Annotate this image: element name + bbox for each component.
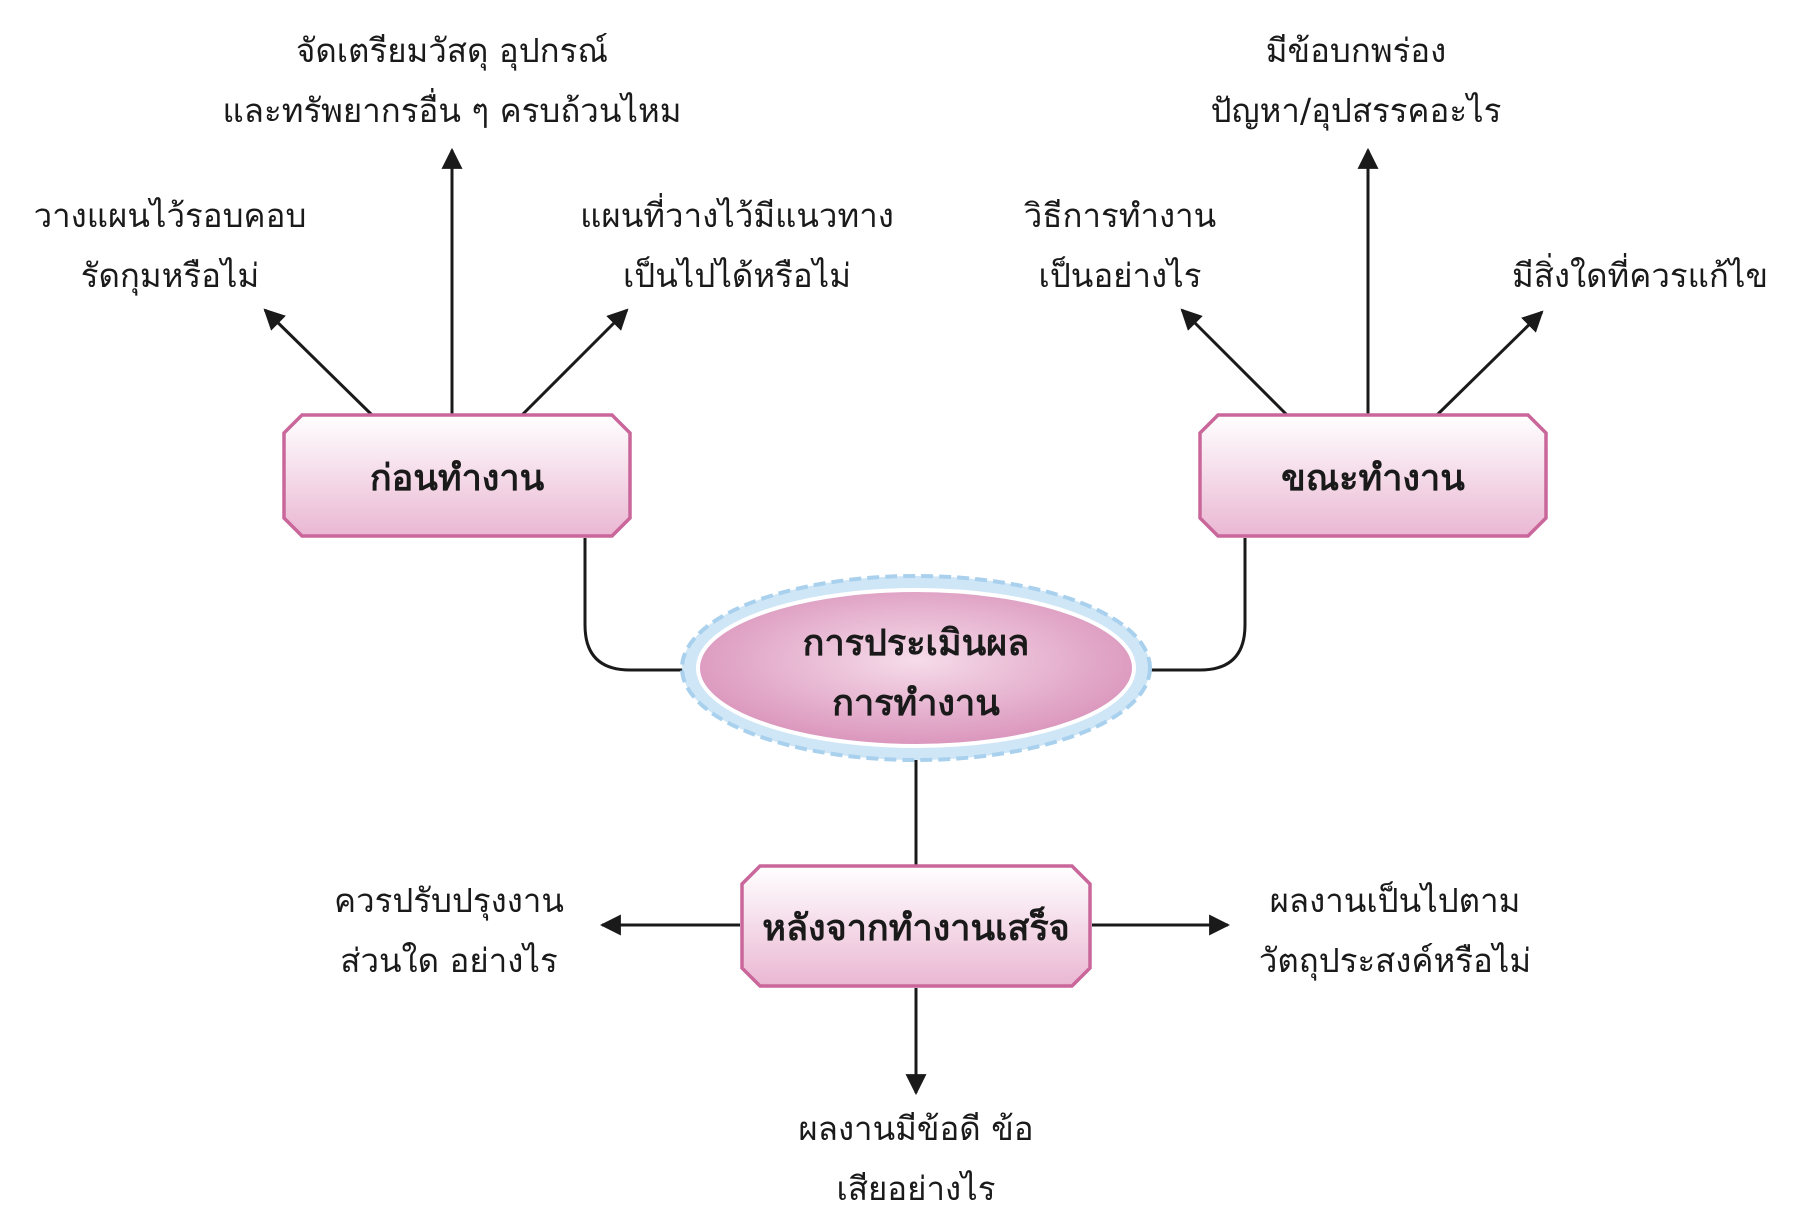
after-left-line2: ส่วนใด อย่างไร — [340, 941, 557, 980]
node-after-label: หลังจากทำงานเสร็จ — [762, 905, 1070, 949]
node-before-label: ก่อนทำงาน — [370, 458, 545, 499]
arrow-before-left — [263, 308, 374, 417]
after-bottom-line1: ผลงานมีข้อดี ข้อ — [798, 1109, 1033, 1148]
after-right-line2: วัตถุประสงค์หรือไม่ — [1259, 941, 1531, 981]
node-after-box — [740, 864, 1092, 988]
during-right-line1: มีสิ่งใดที่ควรแก้ไข — [1512, 253, 1768, 295]
center-title-line2: การทำงาน — [832, 683, 1000, 724]
after-right-line1: ผลงานเป็นไปตาม — [1270, 881, 1521, 920]
node-during-label: ขณะทำงาน — [1281, 458, 1465, 499]
arrow-during-left — [1180, 308, 1289, 417]
center-ellipse — [696, 588, 1136, 748]
center-title-line1: การประเมินผล — [803, 623, 1030, 664]
node-during: ขณะทำงาน — [1198, 413, 1548, 538]
node-before: ก่อนทำงาน — [282, 413, 632, 538]
node-before-box — [282, 413, 632, 538]
during-left-line2: เป็นอย่างไร — [1039, 256, 1202, 295]
during-top-line2: ปัญหา/อุปสรรคอะไร — [1211, 91, 1502, 131]
node-after: หลังจากทำงานเสร็จ — [740, 864, 1092, 988]
connector-center-during — [1145, 538, 1247, 672]
node-during-box — [1198, 413, 1548, 538]
arrow-during-right — [1435, 310, 1544, 417]
during-left-line1: วิธีการทำงาน — [1023, 196, 1216, 235]
arrow-before-right — [520, 308, 629, 417]
after-bottom-line2: เสียอย่างไร — [837, 1169, 996, 1208]
during-top-line1: มีข้อบกพร่อง — [1266, 31, 1446, 70]
before-left-line2: รัดกุมหรือไม่ — [81, 256, 260, 296]
before-top-line1: จัดเตรียมวัสดุ อุปกรณ์ — [296, 31, 608, 71]
after-left-line1: ควรปรับปรุงงาน — [334, 881, 564, 921]
before-top-line2: และทรัพยากรอื่น ๆ ครบถ้วนไหม — [222, 88, 681, 130]
center-node: การประเมินผล การทำงาน — [680, 574, 1152, 762]
before-right-line2: เป็นไปได้หรือไม่ — [623, 256, 851, 295]
before-right-line1: แผนที่วางไว้มีแนวทาง — [580, 193, 894, 235]
before-left-line1: วางแผนไว้รอบคอบ — [34, 196, 307, 235]
connector-center-before — [583, 538, 685, 672]
